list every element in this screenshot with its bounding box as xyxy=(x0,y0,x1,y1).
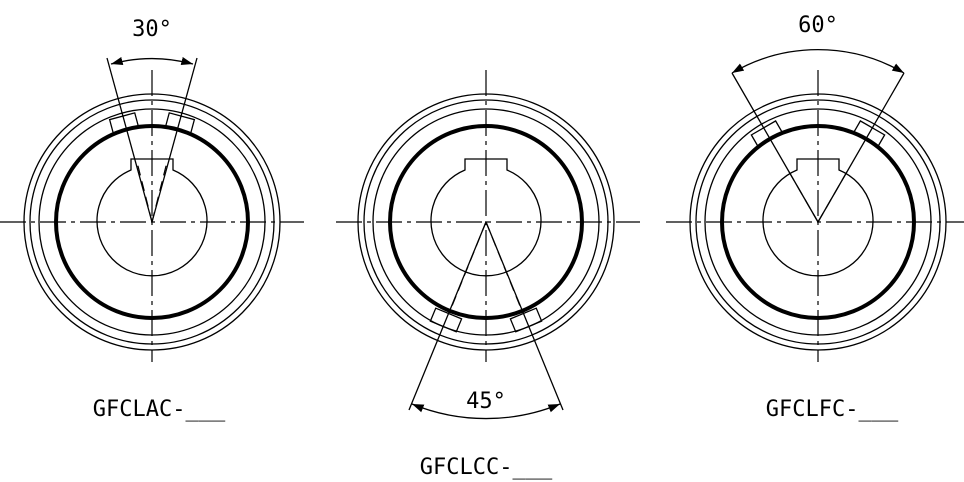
diagram-gfclcc: 45° GFCLCC-___ xyxy=(336,70,640,480)
outer-ring-inner xyxy=(363,99,609,345)
slot-right xyxy=(164,112,196,134)
inner-line xyxy=(136,161,153,223)
part-label: GFCLAC-___ xyxy=(93,397,226,422)
angle-label: 30° xyxy=(132,17,172,42)
angle-line-right xyxy=(817,72,905,223)
middle-ring xyxy=(38,108,266,336)
angle-dimension-arc xyxy=(731,49,905,74)
outer-ring xyxy=(689,93,947,351)
outer-ring-inner xyxy=(695,99,941,345)
bore-keyway xyxy=(96,158,208,277)
angle-dimension-arc xyxy=(411,403,561,420)
inner-line xyxy=(817,169,849,223)
inner-line xyxy=(787,169,819,223)
angle-dimension-arc xyxy=(110,57,194,65)
angle-line-left xyxy=(106,57,153,223)
diagram-gfclfc: 60° GFCLFC-___ xyxy=(666,13,964,422)
body-outline xyxy=(720,124,916,320)
part-label: GFCLCC-___ xyxy=(420,455,553,480)
middle-ring xyxy=(704,108,932,336)
body-outline xyxy=(54,124,250,320)
angle-label: 45° xyxy=(466,389,506,414)
inner-line xyxy=(151,161,168,223)
angle-label: 60° xyxy=(798,13,838,38)
angle-line-left xyxy=(731,72,819,223)
outer-ring-inner xyxy=(29,99,275,345)
bore-keyway xyxy=(762,158,874,277)
slot-left xyxy=(108,112,140,134)
outer-ring xyxy=(357,93,615,351)
middle-ring xyxy=(372,108,600,336)
bore-keyway xyxy=(430,158,542,277)
part-label: GFCLFC-___ xyxy=(766,397,899,422)
angle-line-right xyxy=(151,57,198,223)
body-outline xyxy=(388,124,584,320)
outer-ring xyxy=(23,93,281,351)
diagram-gfclac: 30° GFCLAC-___ xyxy=(0,17,304,422)
